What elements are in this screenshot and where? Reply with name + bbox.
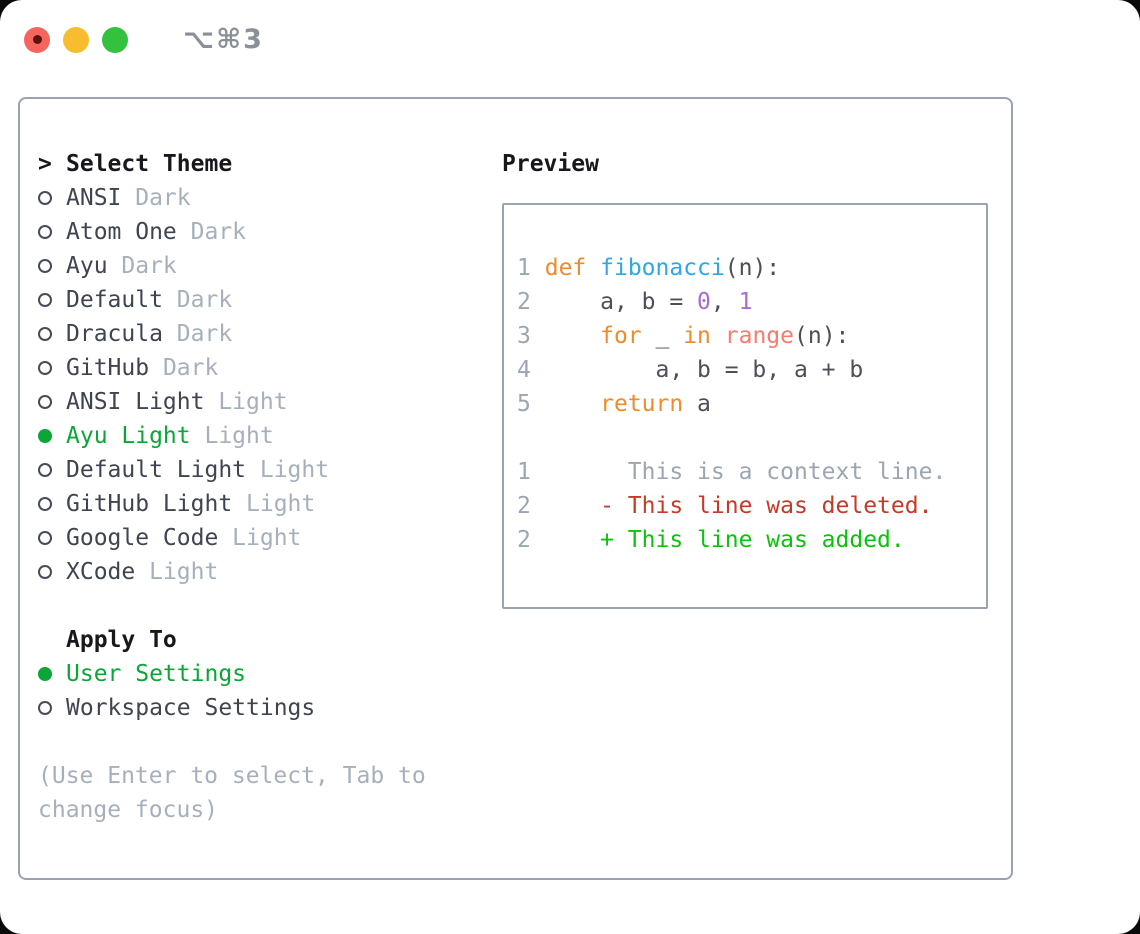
variant-tag: Dark xyxy=(176,321,233,347)
radio-icon[interactable] xyxy=(38,463,52,477)
radio-icon[interactable] xyxy=(38,259,52,273)
radio-icon[interactable] xyxy=(38,327,52,341)
variant-tag: Dark xyxy=(176,287,233,313)
radio-icon[interactable] xyxy=(38,701,52,715)
radio-selected-icon[interactable] xyxy=(38,429,52,443)
theme-option[interactable]: ANSI Dark xyxy=(38,181,426,215)
cursor-icon: > xyxy=(38,151,52,177)
apply-to-option[interactable]: Workspace Settings xyxy=(38,691,426,725)
option-label: Workspace Settings xyxy=(66,695,316,721)
radio-icon[interactable] xyxy=(38,293,52,307)
variant-tag: Light xyxy=(149,559,219,585)
apply-to-option[interactable]: User Settings xyxy=(38,657,426,691)
theme-option[interactable]: GitHub Light Light xyxy=(38,487,426,521)
code-line: 2 + This line was added. xyxy=(517,527,905,553)
close-button[interactable] xyxy=(24,26,50,53)
code-line xyxy=(517,421,986,455)
radio-icon[interactable] xyxy=(38,565,52,579)
preview-pane: 1 def fibonacci(n): 2 a, b = 0, 1 3 for _ … xyxy=(502,203,988,609)
theme-option[interactable]: Ayu Dark xyxy=(38,249,426,283)
preview-column: Preview 1 def fibonacci(n): 2 a, b = 0, 1… xyxy=(502,147,988,609)
variant-tag: Dark xyxy=(162,355,219,381)
theme-option[interactable]: Dracula Dark xyxy=(38,317,426,351)
zoom-button[interactable] xyxy=(102,26,128,53)
select-theme-header-row: > Select Theme xyxy=(38,147,426,181)
theme-option[interactable]: XCode Light xyxy=(38,555,426,589)
option-label: User Settings xyxy=(66,661,247,687)
option-label: GitHub Light xyxy=(66,491,233,517)
option-label: GitHub xyxy=(66,355,150,381)
hint-text-line-2: change focus) xyxy=(38,797,219,823)
theme-option[interactable]: Google Code Light xyxy=(38,521,426,555)
code-line: 2 - This line was deleted. xyxy=(517,493,933,519)
variant-tag: Light xyxy=(246,491,316,517)
theme-option[interactable]: ANSI Light Light xyxy=(38,385,426,419)
option-label: ANSI Light xyxy=(66,389,205,415)
theme-option[interactable]: Ayu Light Light xyxy=(38,419,426,453)
hint-text-line-1: (Use Enter to select, Tab to xyxy=(38,763,426,789)
variant-tag: Light xyxy=(259,457,330,483)
preview-title: Preview xyxy=(502,151,599,177)
select-theme-title: Select Theme xyxy=(66,151,233,177)
variant-tag: Light xyxy=(218,389,288,415)
variant-tag: Light xyxy=(232,525,302,551)
radio-selected-icon[interactable] xyxy=(38,667,52,681)
apply-to-header-row: Apply To xyxy=(38,623,426,657)
minimize-button[interactable] xyxy=(63,26,89,53)
option-label: Ayu xyxy=(66,253,108,279)
variant-tag: Dark xyxy=(135,185,191,211)
code-line: 5 return a xyxy=(517,391,711,417)
option-label: Dracula xyxy=(66,321,163,347)
variant-tag: Dark xyxy=(190,219,247,245)
option-label: Default xyxy=(66,287,163,313)
radio-icon[interactable] xyxy=(38,395,52,409)
window-title: ⌥⌘3 xyxy=(183,24,264,55)
apply-to-title: Apply To xyxy=(66,627,177,653)
option-label: Default Light xyxy=(66,457,247,483)
option-label: ANSI xyxy=(66,185,122,211)
radio-icon[interactable] xyxy=(38,361,52,375)
radio-icon[interactable] xyxy=(38,191,52,205)
theme-option[interactable]: Default Dark xyxy=(38,283,426,317)
option-label: Google Code xyxy=(66,525,219,551)
variant-tag: Dark xyxy=(121,253,177,279)
code-line: 1 This is a context line. xyxy=(517,459,947,485)
option-label: XCode xyxy=(66,559,136,585)
spacer xyxy=(38,589,426,623)
code-line: 1 def fibonacci(n): xyxy=(517,255,781,281)
radio-icon[interactable] xyxy=(38,497,52,511)
theme-option[interactable]: Atom One Dark xyxy=(38,215,426,249)
theme-option[interactable]: Default Light Light xyxy=(38,453,426,487)
code-line: 4 a, b = b, a + b xyxy=(517,357,864,383)
titlebar: ⌥⌘3 xyxy=(24,24,264,55)
code-line: 2 a, b = 0, 1 xyxy=(517,289,753,315)
option-label: Ayu Light xyxy=(66,423,191,449)
theme-option[interactable]: GitHub Dark xyxy=(38,351,426,385)
code-line: 3 for _ in range(n): xyxy=(517,323,850,349)
variant-tag: Light xyxy=(204,423,274,449)
radio-icon[interactable] xyxy=(38,225,52,239)
option-label: Atom One xyxy=(66,219,177,245)
radio-icon[interactable] xyxy=(38,531,52,545)
spacer xyxy=(38,725,426,759)
